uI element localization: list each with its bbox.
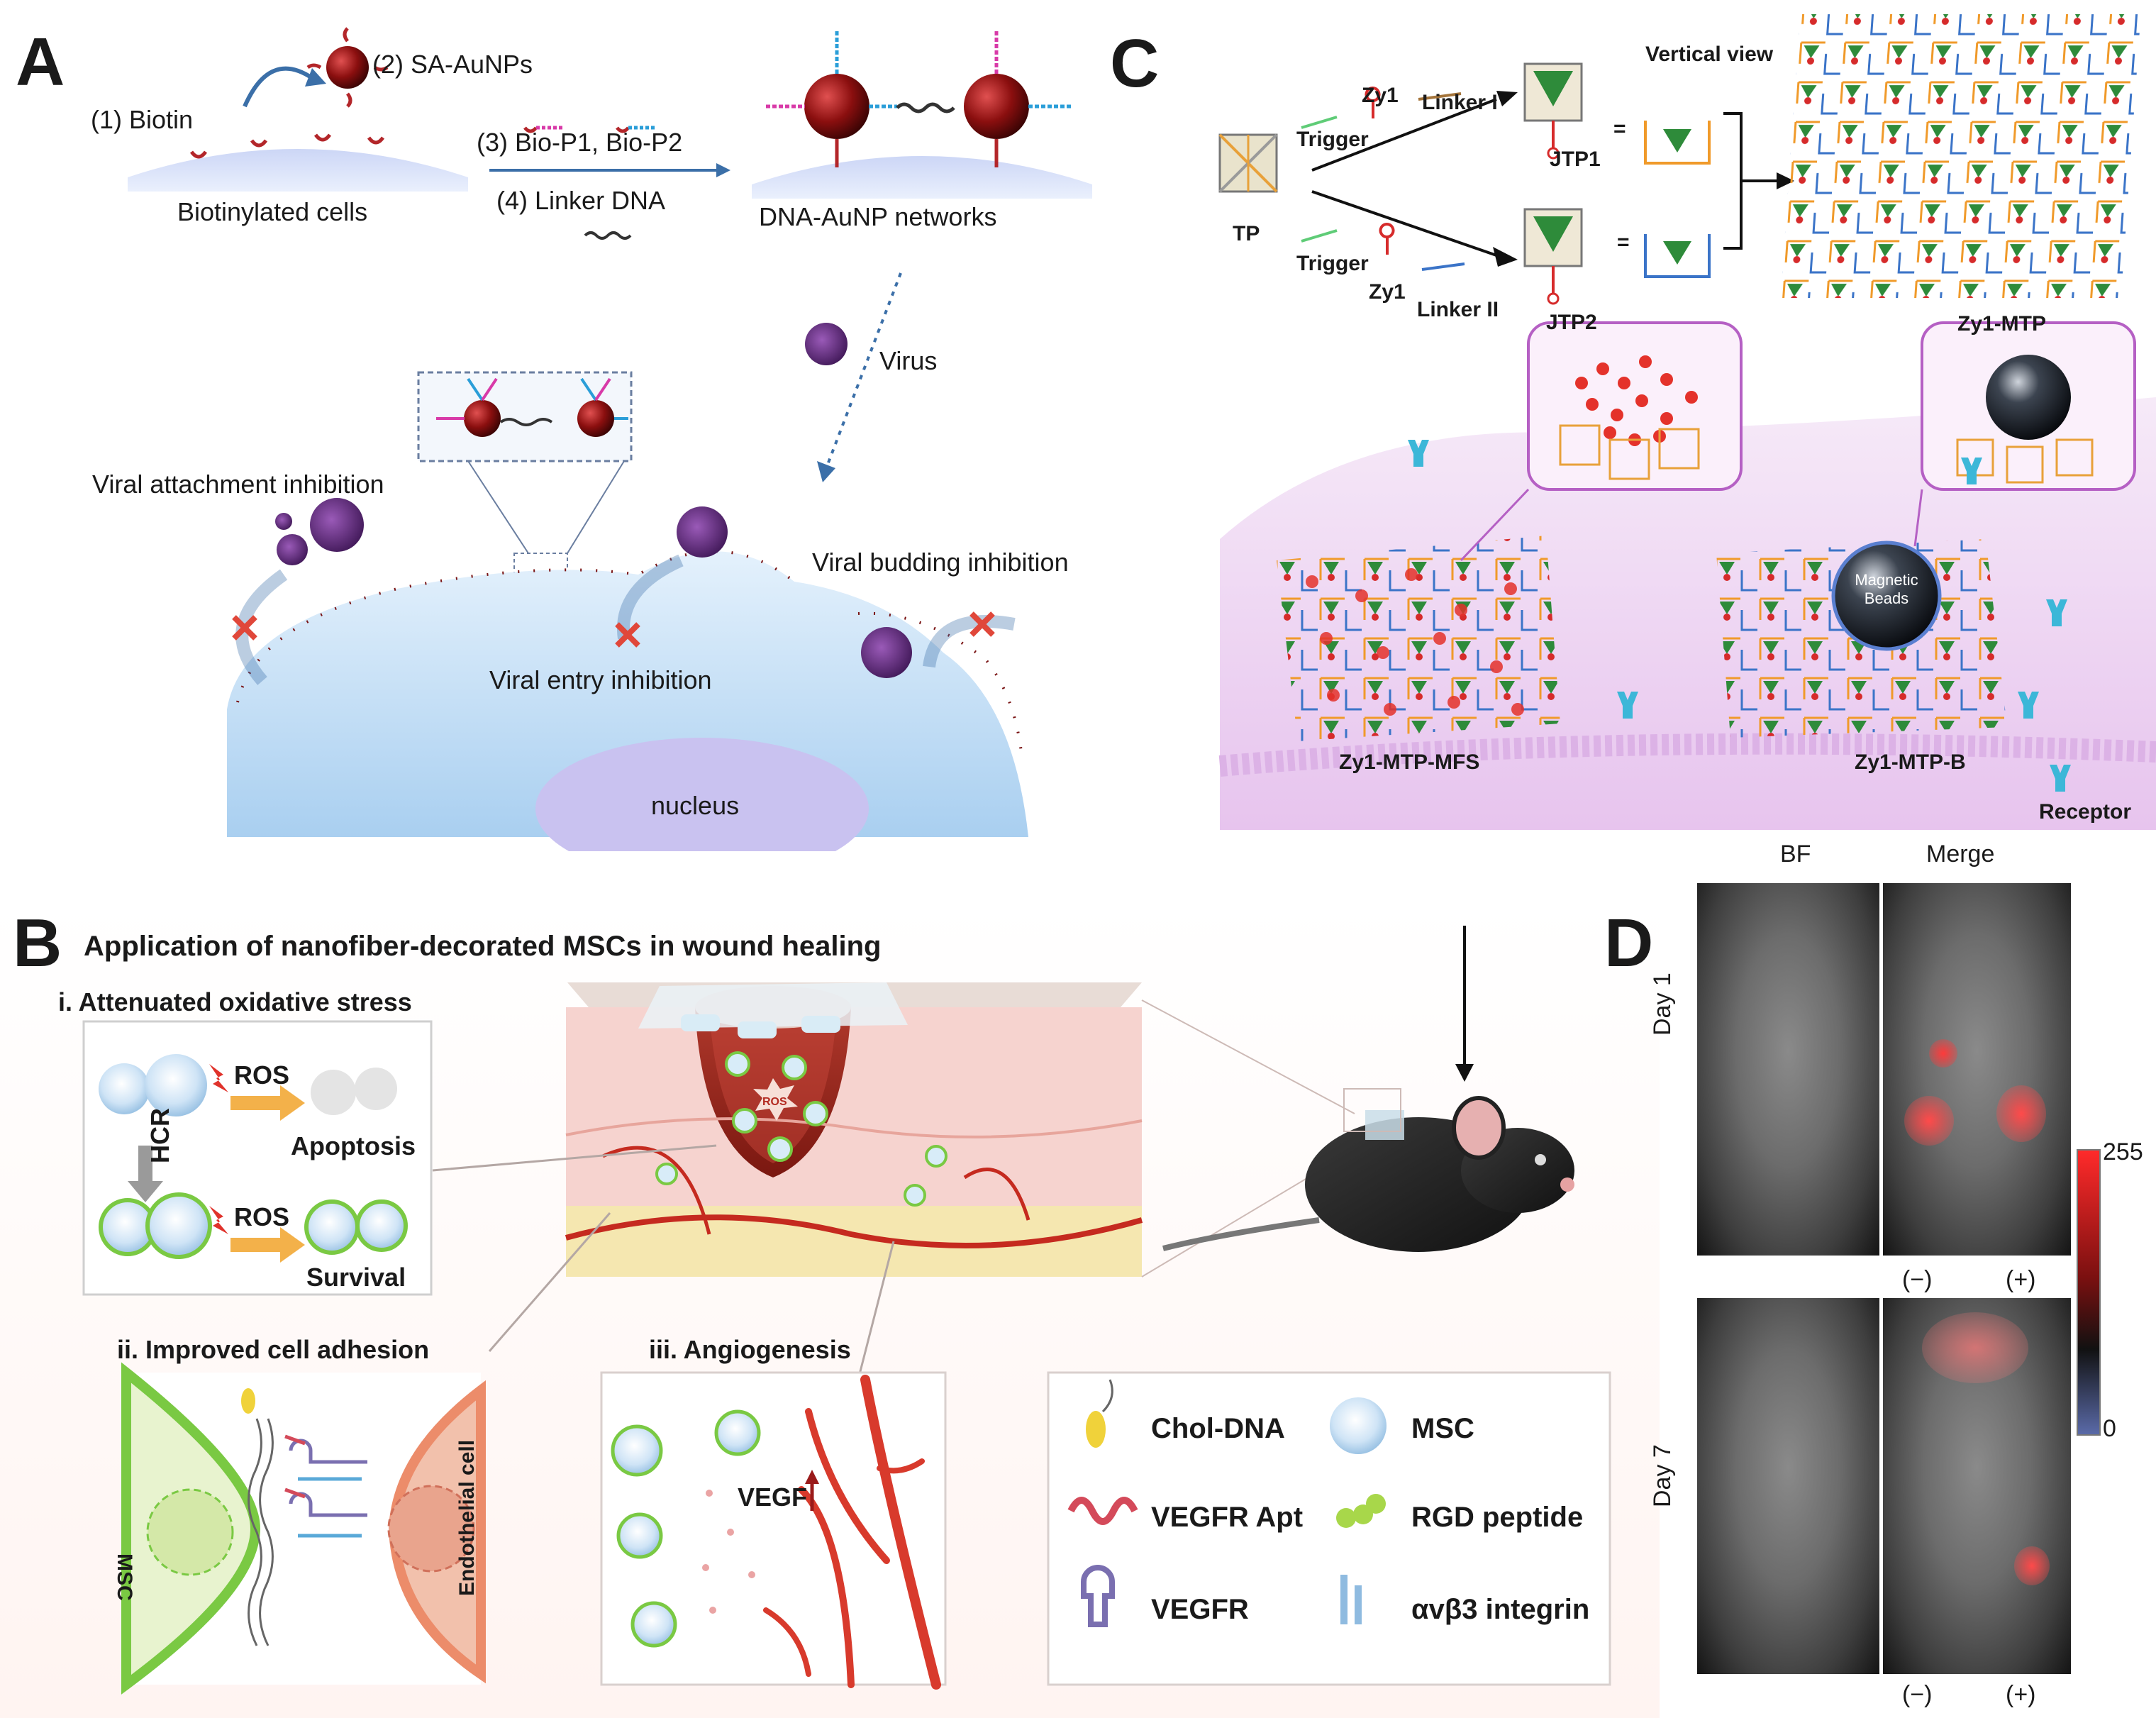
adhesion-heading: ii. Improved cell adhesion	[117, 1335, 430, 1364]
zy1-b-label: Zy1	[1369, 280, 1406, 304]
panel-c-label: C	[1110, 26, 1160, 101]
linker-1-label: Linker I	[1422, 91, 1498, 114]
legend-box	[1047, 1371, 1611, 1686]
ros-label-1: ROS	[234, 1060, 290, 1090]
trigger-2-label: Trigger	[1296, 252, 1369, 275]
panel-d-label: D	[1604, 905, 1654, 981]
jtp2-shape	[1523, 208, 1583, 305]
mfs-red-dots	[1306, 568, 1524, 716]
nucleus-shape	[535, 738, 869, 851]
step-bio-p: (3) Bio-P1, Bio-P2	[477, 128, 683, 157]
day7-signal-head	[1922, 1312, 2028, 1383]
panel-c-graphic	[1218, 14, 2156, 830]
mtp-lattice	[1780, 14, 2141, 298]
day1-plus: (+)	[2006, 1266, 2036, 1293]
mouse-illustration	[1162, 926, 1574, 1252]
trigger-1-label: Trigger	[1296, 128, 1369, 151]
wound-mscs	[655, 1051, 948, 1207]
linker-2-label: Linker II	[1417, 298, 1499, 321]
mtpb-label: Zy1-MTP-B	[1855, 750, 1966, 774]
hcr-label: HCR	[145, 1108, 174, 1163]
receptor-label: Receptor	[2039, 800, 2132, 824]
panel-a-label: A	[16, 24, 65, 100]
survival-label: Survival	[306, 1263, 406, 1292]
magnetic-beads-label: Magnetic Beads	[1855, 571, 1918, 607]
day1-minus: (−)	[1902, 1266, 1933, 1293]
apoptosis-label: Apoptosis	[291, 1131, 416, 1160]
zy1-a-label: Zy1	[1362, 84, 1399, 107]
panel-b-title: Application of nanofiber-decorated MSCs …	[84, 931, 882, 962]
receptor-icons	[1408, 440, 2071, 792]
day1-signal-1	[1929, 1039, 1957, 1068]
day7-label: Day 7	[1649, 1444, 1676, 1507]
biotinylated-cells-label: Biotinylated cells	[177, 197, 368, 226]
intensity-colorbar	[2077, 1149, 2101, 1436]
day7-bf-image	[1697, 1298, 1879, 1674]
day7-minus: (−)	[1902, 1681, 1933, 1708]
jtp1-shape	[1523, 62, 1583, 160]
day7-merge-image	[1883, 1298, 2071, 1674]
budding-label: Viral budding inhibition	[812, 548, 1069, 577]
step-linker: (4) Linker DNA	[496, 186, 666, 215]
day1-signal-3	[1996, 1085, 2046, 1142]
tp-label: TP	[1233, 222, 1260, 245]
linker-squiggle	[584, 231, 632, 240]
legend-vegfr-apt: VEGFR Apt	[1151, 1502, 1304, 1533]
legend-chol-dna: Chol-DNA	[1151, 1413, 1285, 1444]
day1-label: Day 1	[1649, 972, 1676, 1036]
endothelial-label: Endothelial cell	[455, 1439, 479, 1596]
legend-msc: MSC	[1411, 1413, 1474, 1444]
day7-signal-1	[2014, 1546, 2050, 1585]
mfs-inset	[1527, 321, 1743, 491]
biotinylated-cell-shape	[128, 149, 468, 192]
day1-bf-image	[1697, 883, 1879, 1256]
colorbar-min: 0	[2103, 1415, 2116, 1442]
step-biotin: (1) Biotin	[91, 105, 194, 134]
angiogenesis-heading: iii. Angiogenesis	[649, 1335, 851, 1364]
msc-side-label: MSC	[113, 1553, 136, 1601]
mfs-label: Zy1-MTP-MFS	[1339, 750, 1480, 774]
panel-b-graphic: ROS	[82, 926, 1611, 1695]
colorbar-max: 255	[2103, 1138, 2143, 1165]
ros-label-2: ROS	[234, 1202, 290, 1231]
day1-signal-2	[1904, 1096, 1954, 1146]
vegf-label: VEGF	[738, 1483, 808, 1512]
jtp2-label: JTP2	[1546, 311, 1597, 334]
day7-plus: (+)	[2006, 1681, 2036, 1708]
virus-particle	[805, 323, 848, 365]
oxidative-stress-heading: i. Attenuated oxidative stress	[58, 987, 412, 1016]
attachment-label: Viral attachment inhibition	[92, 470, 384, 499]
mfs-lattice	[1277, 536, 1560, 741]
step-sa-aunps: (2) SA-AuNPs	[372, 50, 533, 79]
tp-tetrahedron	[1218, 133, 1278, 193]
legend-integrin: αvβ3 integrin	[1411, 1594, 1590, 1625]
merge-header: Merge	[1926, 841, 1995, 868]
equals-2: =	[1617, 231, 1630, 254]
wound-ros-text: ROS	[762, 1096, 787, 1108]
legend-rgd-peptide: RGD peptide	[1411, 1502, 1584, 1533]
virus-label: Virus	[879, 346, 938, 375]
biotin-arrow	[243, 66, 313, 108]
vertical-view-label: Vertical view	[1645, 43, 1774, 66]
panel-a-graphic	[128, 27, 1092, 851]
equals-1: =	[1613, 117, 1626, 140]
sa-aunp	[326, 46, 369, 89]
networks-label: DNA-AuNP networks	[759, 202, 997, 231]
nucleus-label: nucleus	[651, 791, 740, 820]
magnetic-bead	[1831, 541, 1942, 651]
biotin-marks	[189, 133, 385, 159]
mtp-label: Zy1-MTP	[1957, 312, 2047, 336]
bio-probes	[523, 126, 657, 133]
jtp1-label: JTP1	[1550, 148, 1601, 171]
bf-header: BF	[1780, 841, 1811, 868]
day1-merge-image	[1883, 883, 2071, 1256]
wound-skin-block	[565, 982, 1143, 1277]
legend-vegfr: VEGFR	[1151, 1594, 1249, 1625]
panel-b-label: B	[13, 905, 62, 981]
vertical-view-shapes	[1644, 112, 1794, 278]
entry-label: Viral entry inhibition	[489, 665, 712, 694]
